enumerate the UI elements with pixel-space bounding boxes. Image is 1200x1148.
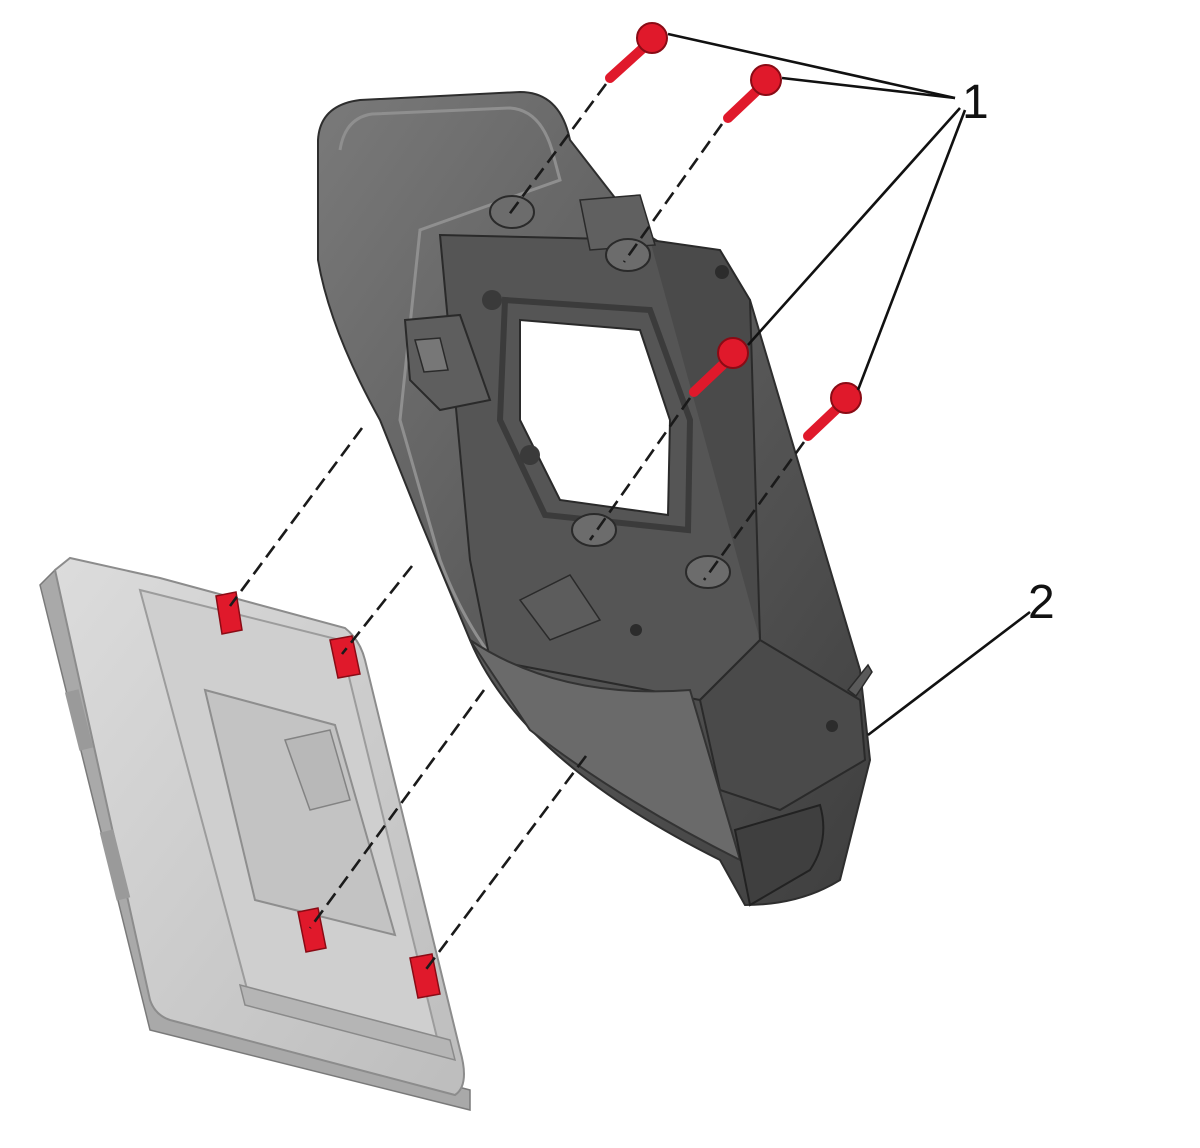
module-red-clip-1 [215,591,243,635]
bracket-window-bevel [496,296,694,534]
screw-3 [689,337,749,397]
screw-2 [723,64,782,123]
callout-number-1: 1 [962,76,989,129]
bracket-connector-latch [414,337,449,373]
module-red-clip-3 [297,907,327,953]
assembly-line-screw-3 [588,397,692,541]
module-red-clip-4 [409,953,441,999]
bracket-hole-c [715,265,729,279]
bracket-hole-d [630,624,642,636]
leader-2-bracket [867,610,1031,737]
bracket-hole-b [520,445,540,465]
bracket-boss-2 [605,238,651,272]
assembly-lines [228,83,806,973]
bracket-window [519,318,672,517]
leader-1-screw-1 [667,32,956,100]
screw-1 [605,22,668,83]
assembly-line-clip-3 [308,689,486,929]
bracket-pin [846,663,873,698]
module-red-clip-2 [329,635,361,679]
bracket-hole-e [826,720,838,732]
assembly-line-screw-4 [702,441,806,581]
leader-lines [667,32,1031,737]
screw-1-head [636,22,668,54]
leader-1-screw-2 [781,76,956,100]
callout-number-2: 2 [1028,576,1055,629]
leader-1-screw-4 [856,109,967,391]
assembly-line-clip-1 [228,427,364,607]
module-recess [203,688,397,937]
screw-4-head [830,382,862,414]
module-edge-tab-1 [64,689,94,751]
bracket-clip-lower [518,574,602,641]
assembly-line-clip-2 [340,565,414,655]
module-connector [284,729,351,811]
electronic-module [39,556,471,1111]
bracket-boss-4 [685,555,731,589]
assembly-line-clip-4 [422,755,588,973]
module-bottom-ridge [238,983,457,1062]
bracket-top-tab [579,194,656,251]
bracket-hole-a [482,290,502,310]
screw-3-head [717,337,749,369]
assembly-line-screw-1 [506,83,608,217]
mounting-bracket [317,90,873,907]
bracket-foot [733,803,825,907]
fasteners [605,22,862,441]
screw-4 [803,382,862,441]
assembly-line-screw-2 [622,123,724,263]
screw-2-head [750,64,782,96]
bracket-boss-3 [571,513,617,547]
module-edge-tab-2 [99,829,131,901]
leader-1-screw-3 [747,107,961,346]
